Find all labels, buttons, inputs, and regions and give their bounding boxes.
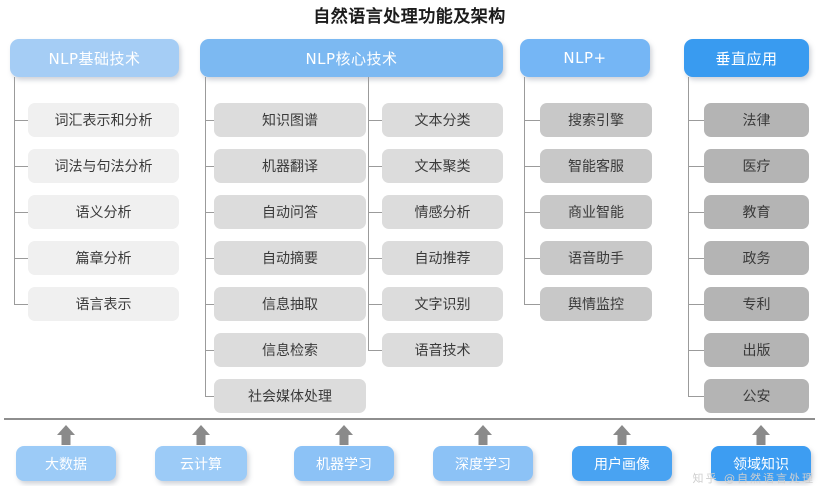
connector-trunk-nlp-core-b (368, 77, 369, 350)
node-nlp-core-b-0[interactable]: 文本分类 (382, 103, 503, 137)
foundation-node-5[interactable]: 领域知识 (711, 446, 811, 481)
connector-branch-nlp-core-b-2 (368, 212, 382, 213)
node-nlp-core-a-1[interactable]: 机器翻译 (214, 149, 366, 183)
connector-branch-vertical-apps-1 (688, 166, 704, 167)
node-nlp-core-b-3[interactable]: 自动推荐 (382, 241, 503, 275)
node-nlp-core-a-3[interactable]: 自动摘要 (214, 241, 366, 275)
page-title: 自然语言处理功能及架构 (313, 7, 506, 27)
watermark: 知乎 @自然语言处理 (692, 472, 815, 485)
foundation-node-3[interactable]: 深度学习 (433, 446, 533, 481)
node-nlp-core-a-6[interactable]: 社会媒体处理 (214, 379, 366, 413)
connector-branch-nlp-core-b-0 (368, 120, 382, 121)
arrow-up-icon-2 (333, 424, 355, 446)
node-nlp-core-b-1[interactable]: 文本聚类 (382, 149, 503, 183)
node-nlp-basics-4[interactable]: 语言表示 (28, 287, 179, 321)
node-vertical-apps-2[interactable]: 教育 (704, 195, 809, 229)
connector-branch-nlp-plus-1 (524, 166, 540, 167)
node-nlp-core-b-4[interactable]: 文字识别 (382, 287, 503, 321)
arrow-up-icon-0 (55, 424, 77, 446)
node-vertical-apps-3[interactable]: 政务 (704, 241, 809, 275)
foundation-node-4[interactable]: 用户画像 (572, 446, 672, 481)
node-vertical-apps-6[interactable]: 公安 (704, 379, 809, 413)
connector-branch-nlp-basics-0 (14, 120, 28, 121)
connector-branch-nlp-core-a-3 (205, 258, 214, 259)
connector-branch-nlp-core-b-4 (368, 304, 382, 305)
connector-trunk-nlp-core-a (205, 77, 206, 396)
connector-branch-nlp-core-a-4 (205, 304, 214, 305)
connector-branch-vertical-apps-2 (688, 212, 704, 213)
node-nlp-plus-3[interactable]: 语音助手 (540, 241, 652, 275)
connector-branch-vertical-apps-5 (688, 350, 704, 351)
node-nlp-core-b-2[interactable]: 情感分析 (382, 195, 503, 229)
arrow-up-icon-4 (611, 424, 633, 446)
node-nlp-basics-3[interactable]: 篇章分析 (28, 241, 179, 275)
connector-trunk-nlp-plus (524, 77, 525, 304)
foundation-divider (4, 418, 815, 420)
arrow-up-icon-1 (190, 424, 212, 446)
foundation-node-1[interactable]: 云计算 (155, 446, 247, 481)
foundation-node-2[interactable]: 机器学习 (294, 446, 394, 481)
column-header-nlp-plus[interactable]: NLP+ (520, 39, 650, 77)
node-nlp-core-a-0[interactable]: 知识图谱 (214, 103, 366, 137)
node-vertical-apps-1[interactable]: 医疗 (704, 149, 809, 183)
column-header-vertical-apps[interactable]: 垂直应用 (684, 39, 809, 77)
node-nlp-basics-2[interactable]: 语义分析 (28, 195, 179, 229)
connector-branch-nlp-core-b-5 (368, 350, 382, 351)
connector-branch-nlp-core-b-3 (368, 258, 382, 259)
connector-branch-vertical-apps-0 (688, 120, 704, 121)
node-vertical-apps-0[interactable]: 法律 (704, 103, 809, 137)
node-vertical-apps-4[interactable]: 专利 (704, 287, 809, 321)
arrow-up-icon-5 (750, 424, 772, 446)
column-header-nlp-core[interactable]: NLP核心技术 (200, 39, 503, 77)
connector-branch-vertical-apps-3 (688, 258, 704, 259)
node-nlp-basics-1[interactable]: 词法与句法分析 (28, 149, 179, 183)
connector-trunk-vertical-apps (688, 77, 689, 396)
connector-branch-nlp-plus-4 (524, 304, 540, 305)
node-nlp-core-a-4[interactable]: 信息抽取 (214, 287, 366, 321)
node-nlp-plus-2[interactable]: 商业智能 (540, 195, 652, 229)
foundation-node-0[interactable]: 大数据 (16, 446, 116, 481)
connector-branch-nlp-core-a-5 (205, 350, 214, 351)
connector-branch-nlp-core-a-2 (205, 212, 214, 213)
connector-branch-nlp-basics-2 (14, 212, 28, 213)
node-nlp-plus-1[interactable]: 智能客服 (540, 149, 652, 183)
connector-trunk-nlp-basics (14, 77, 15, 304)
connector-branch-nlp-plus-2 (524, 212, 540, 213)
connector-branch-nlp-core-a-0 (205, 120, 214, 121)
node-nlp-core-a-5[interactable]: 信息检索 (214, 333, 366, 367)
node-nlp-core-a-2[interactable]: 自动问答 (214, 195, 366, 229)
connector-branch-nlp-core-a-1 (205, 166, 214, 167)
node-nlp-plus-4[interactable]: 舆情监控 (540, 287, 652, 321)
connector-branch-nlp-basics-3 (14, 258, 28, 259)
node-nlp-core-b-5[interactable]: 语音技术 (382, 333, 503, 367)
connector-branch-nlp-core-a-6 (205, 396, 214, 397)
connector-branch-nlp-core-b-1 (368, 166, 382, 167)
column-header-nlp-basics[interactable]: NLP基础技术 (10, 39, 179, 77)
connector-branch-nlp-plus-0 (524, 120, 540, 121)
connector-branch-vertical-apps-4 (688, 304, 704, 305)
connector-branch-nlp-plus-3 (524, 258, 540, 259)
node-nlp-basics-0[interactable]: 词汇表示和分析 (28, 103, 179, 137)
arrow-up-icon-3 (472, 424, 494, 446)
connector-branch-nlp-basics-4 (14, 304, 28, 305)
node-vertical-apps-5[interactable]: 出版 (704, 333, 809, 367)
connector-branch-nlp-basics-1 (14, 166, 28, 167)
node-nlp-plus-0[interactable]: 搜索引擎 (540, 103, 652, 137)
connector-branch-vertical-apps-6 (688, 396, 704, 397)
